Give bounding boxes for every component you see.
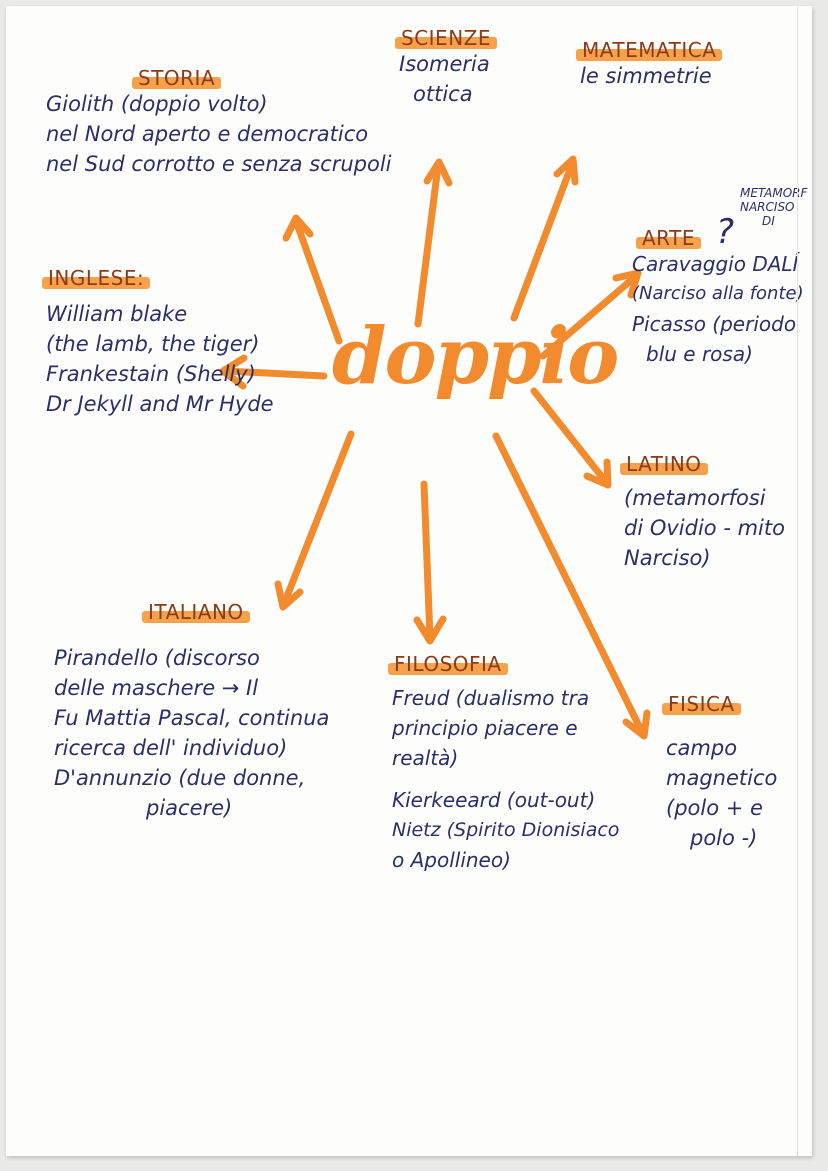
node-title-latino: LATINO xyxy=(620,452,708,476)
node-line: campo xyxy=(666,736,738,760)
node-line: (polo + e xyxy=(666,796,763,820)
node-title-matematica: MATEMATICA xyxy=(575,38,723,62)
question-mark: ? xyxy=(716,212,735,252)
node-line: Pirandello (discorso xyxy=(54,646,260,670)
node-line: nel Nord aperto e democratico xyxy=(46,122,369,146)
node-line: Dr Jekyll and Mr Hyde xyxy=(46,392,274,416)
node-line: Picasso (periodo xyxy=(632,312,797,336)
node-line: (the lamb, the tiger) xyxy=(46,332,260,356)
central-concept: doppio xyxy=(332,311,619,402)
node-inglese: INGLESE: William blake (the lamb, the ti… xyxy=(41,266,274,419)
node-line: (Narciso alla fonte) xyxy=(632,283,804,304)
mind-map-arrows xyxy=(219,155,651,740)
notebook-page: doppio SCIENZE Isomeria ottica MATEMATIC… xyxy=(6,6,812,1156)
node-title-scienze: SCIENZE xyxy=(395,26,497,50)
node-line: piacere) xyxy=(146,796,233,820)
arrow-storia xyxy=(282,214,343,345)
node-title-storia: STORIA xyxy=(131,66,222,90)
node-line: realtà) xyxy=(392,746,459,770)
side-note-line: NARCISO xyxy=(740,200,795,214)
node-line: (metamorfosi xyxy=(624,486,766,510)
node-title-inglese: INGLESE: xyxy=(41,266,151,290)
node-arte: ARTE Caravaggio DALÍ (Narciso alla fonte… xyxy=(632,228,804,369)
node-title-italiano: ITALIANO xyxy=(142,600,250,624)
arrow-scienze xyxy=(414,158,453,328)
arrow-italiano xyxy=(274,430,355,611)
node-title-fisica: FISICA xyxy=(662,692,741,716)
node-scienze: SCIENZE Isomeria ottica xyxy=(395,26,497,109)
node-line: le simmetrie xyxy=(580,64,712,88)
arte-side-note: METAMORF NARCISO DI xyxy=(740,186,807,228)
node-line: Isomeria xyxy=(399,52,490,76)
arrow-arte xyxy=(539,269,642,360)
node-line: ricerca dell' individuo) xyxy=(54,736,288,760)
arrow-matematica xyxy=(510,155,579,322)
node-line: magnetico xyxy=(666,766,778,790)
node-line: Freud (dualismo tra xyxy=(392,686,590,710)
node-line: Frankestain (Shelly) xyxy=(46,362,256,386)
arrow-inglese xyxy=(219,354,328,390)
node-line: o Apollineo) xyxy=(392,848,511,872)
node-italiano: ITALIANO Pirandello (discorso delle masc… xyxy=(54,602,329,823)
arrow-filosofia xyxy=(413,480,447,645)
node-fisica: FISICA campo magnetico (polo + e polo -) xyxy=(662,692,778,853)
arrow-latino xyxy=(530,387,612,489)
node-line: Fu Mattia Pascal, continua xyxy=(54,706,330,730)
node-matematica: MATEMATICA le simmetrie xyxy=(575,38,723,91)
node-line: Nietz (Spirito Dionisiaco xyxy=(392,819,620,841)
node-title-arte: ARTE xyxy=(636,226,701,250)
node-line: blu e rosa) xyxy=(646,342,753,366)
node-line: Caravaggio DALÍ xyxy=(632,252,799,276)
node-line: William blake xyxy=(46,302,188,326)
node-line: Giolith (doppio volto) xyxy=(46,92,268,116)
arrow-fisica xyxy=(492,432,651,740)
node-line: Kierkeeard (out-out) xyxy=(392,788,596,812)
node-line: principio piacere e xyxy=(392,716,578,740)
side-note-line: METAMORF xyxy=(740,186,808,200)
node-filosofia: FILOSOFIA Freud (dualismo tra principio … xyxy=(388,652,620,875)
node-line: di Ovidio - mito xyxy=(624,516,785,540)
node-line: polo -) xyxy=(690,826,758,850)
node-line: nel Sud corrotto e senza scrupoli xyxy=(46,152,392,176)
node-line: delle maschere → Il xyxy=(54,676,259,700)
side-note-line: DI xyxy=(762,214,775,228)
node-line: D'annunzio (due donne, xyxy=(54,766,306,790)
node-line: ottica xyxy=(413,82,473,106)
node-storia: STORIA Giolith (doppio volto) nel Nord a… xyxy=(46,68,392,179)
node-title-filosofia: FILOSOFIA xyxy=(388,652,508,676)
node-line: Narciso) xyxy=(624,546,711,570)
node-latino: LATINO (metamorfosi di Ovidio - mito Nar… xyxy=(620,452,785,573)
